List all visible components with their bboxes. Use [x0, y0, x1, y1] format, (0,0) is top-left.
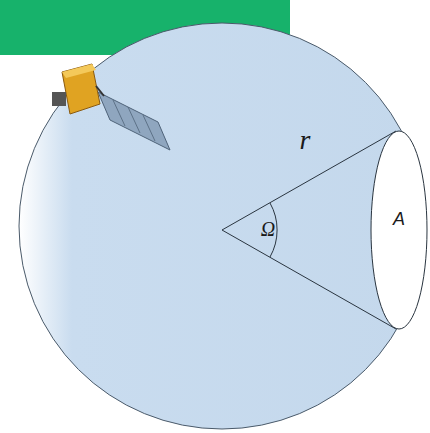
angle-label: Ω — [261, 219, 275, 239]
satellite-icon — [52, 64, 170, 150]
area-ellipse: A — [370, 130, 428, 330]
sphere — [19, 23, 425, 429]
area-label: A — [393, 209, 405, 230]
ellipse-shape — [371, 131, 427, 329]
ellipse-outline — [370, 130, 428, 330]
cone-edge — [222, 230, 396, 329]
radius-label: r — [300, 126, 311, 154]
